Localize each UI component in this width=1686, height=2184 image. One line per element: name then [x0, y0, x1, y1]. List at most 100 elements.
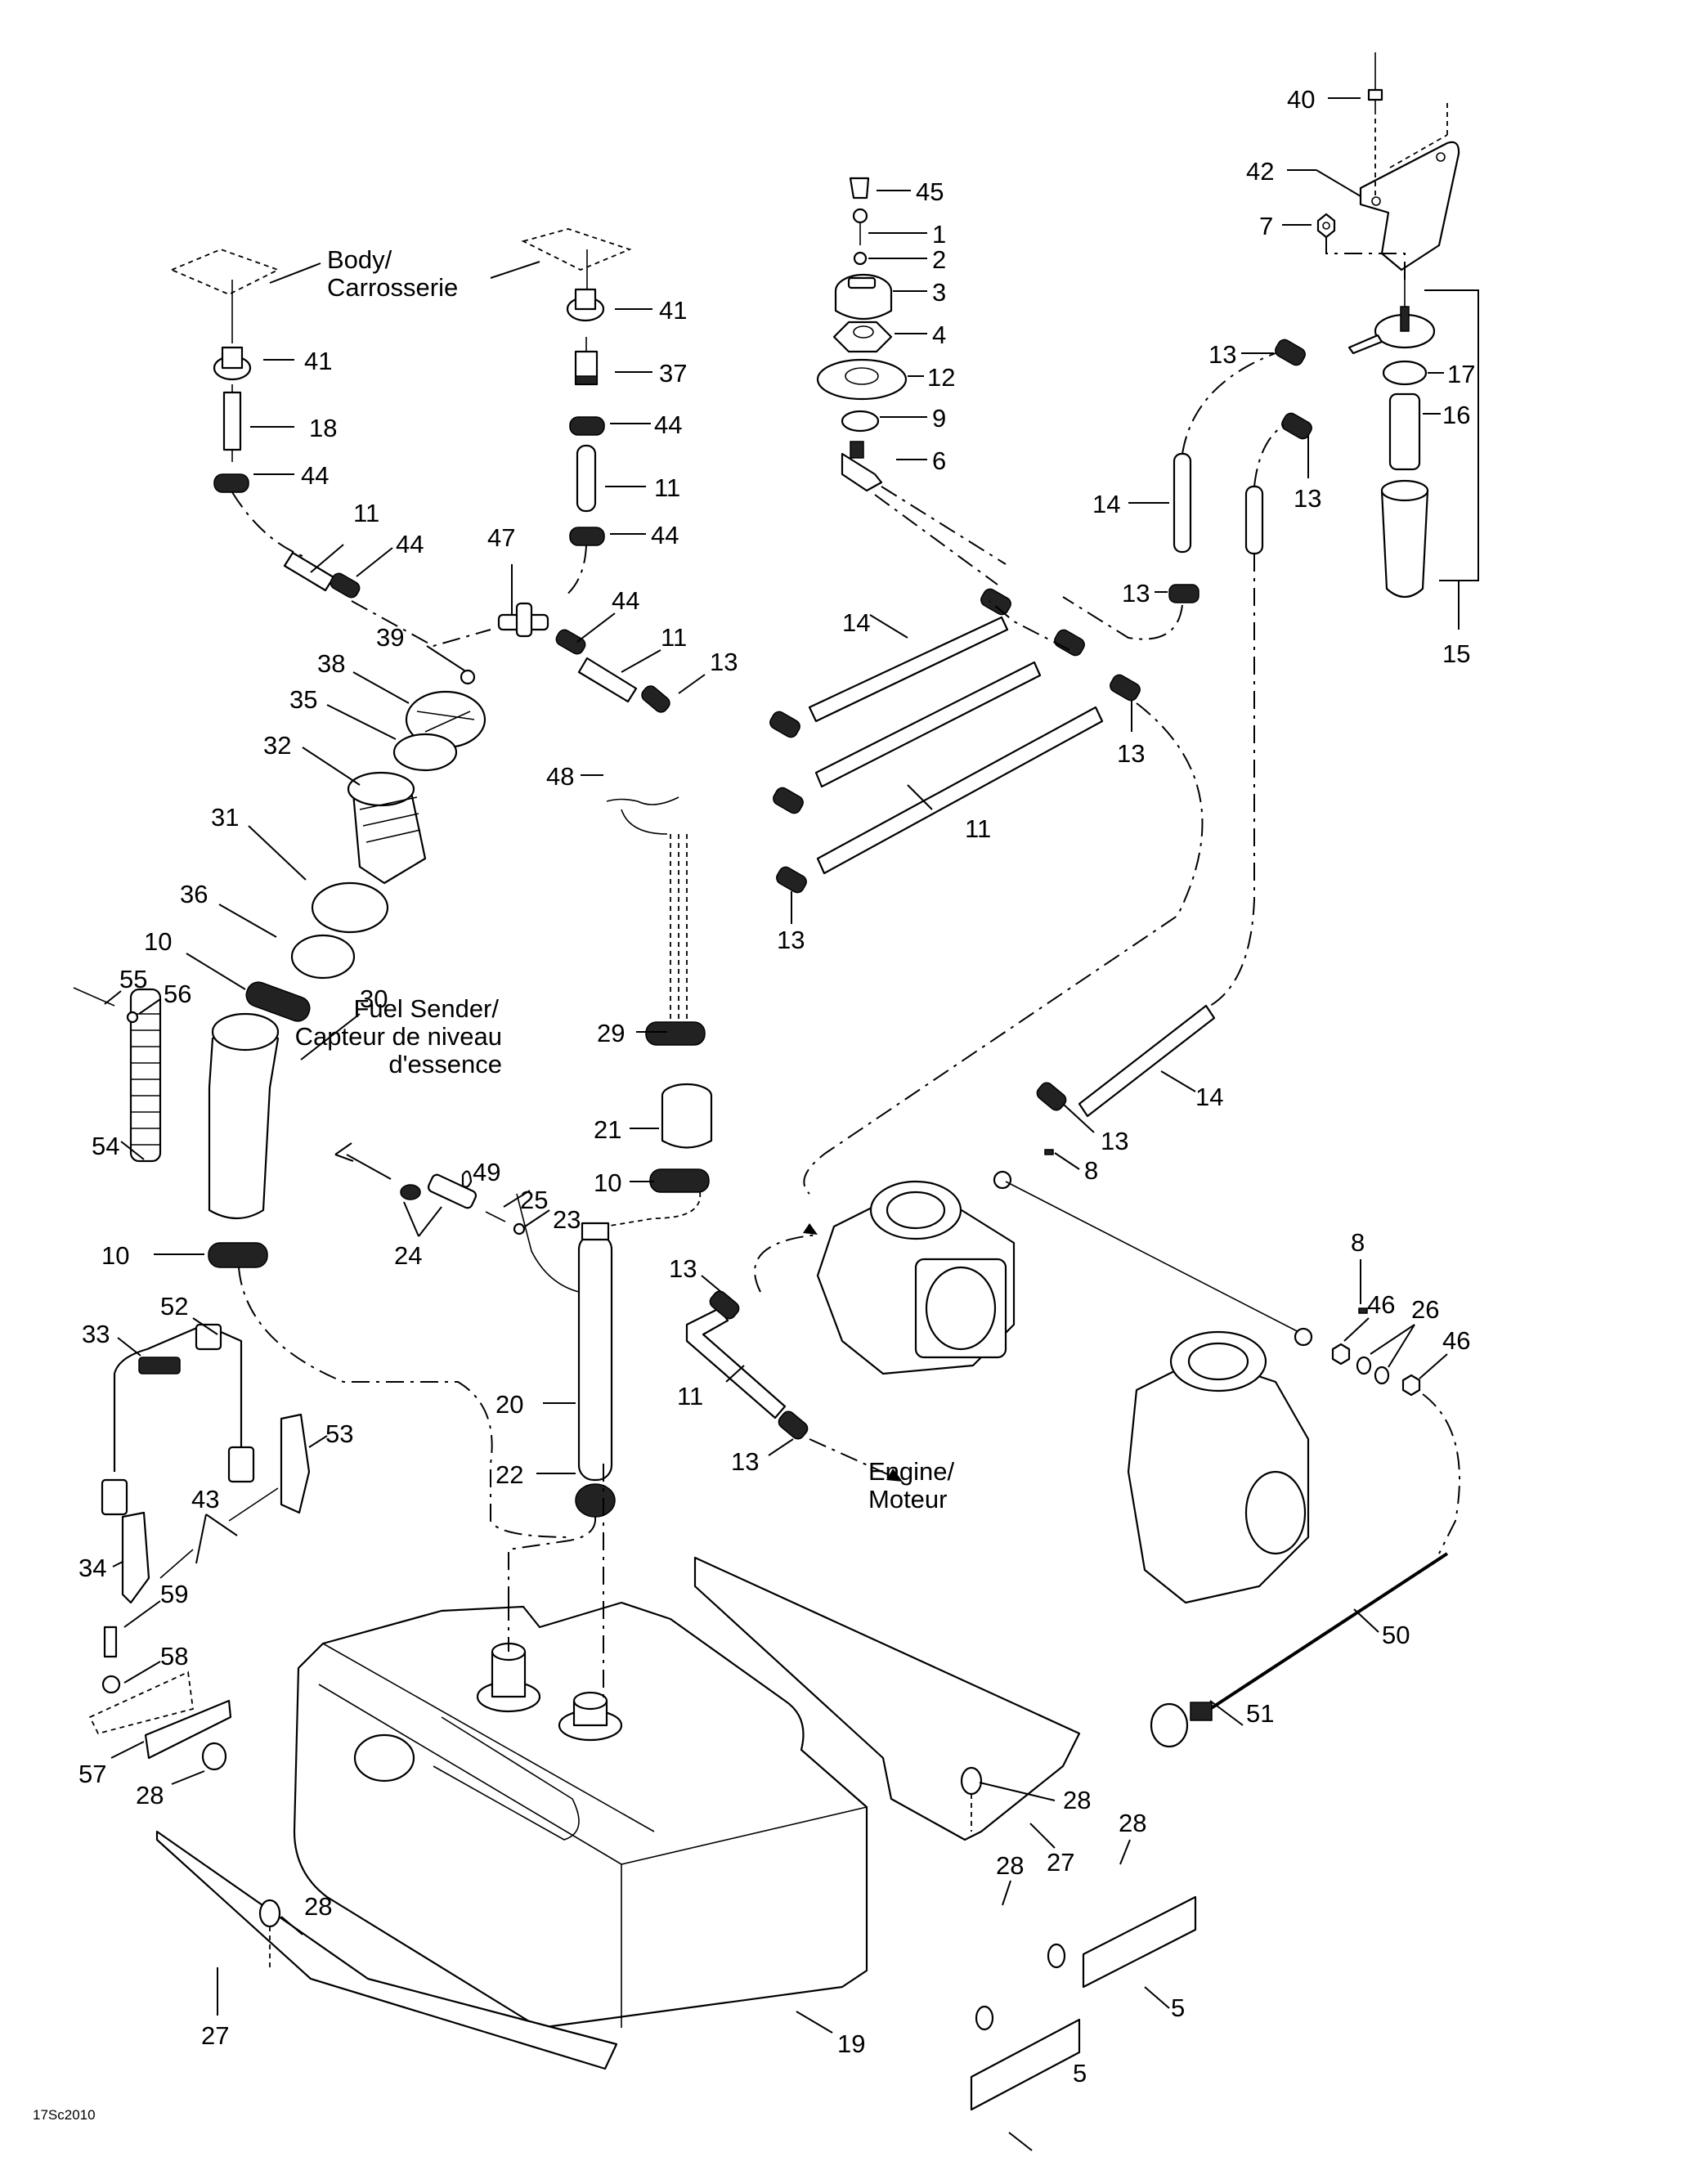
clamp-part-13-a — [641, 685, 670, 713]
tank-strap-group — [88, 1323, 311, 1771]
clamp-part-13-c — [773, 787, 804, 814]
washer-part-56 — [126, 1011, 139, 1024]
throttle-link-rod — [1005, 1181, 1309, 1338]
callout-28-c: 28 — [1063, 1786, 1091, 1814]
callout-11-b: 11 — [654, 473, 680, 502]
clamp-part-13-g — [1110, 674, 1141, 702]
callout-13-g: 13 — [1101, 1127, 1128, 1155]
callout-42: 42 — [1246, 157, 1274, 186]
nut-part-7 — [1316, 213, 1406, 286]
callout-37: 37 — [659, 359, 687, 388]
tank-port-left — [476, 1642, 541, 1713]
callout-44-b: 44 — [654, 410, 682, 439]
knob-part-3 — [834, 273, 893, 320]
choke-cable-part-50 — [1150, 1552, 1449, 1748]
callout-39: 39 — [376, 623, 404, 652]
plug-part-45 — [849, 177, 870, 200]
screw-part-28-d — [975, 2005, 994, 2031]
fuel-sender-assembly — [334, 796, 713, 1603]
filter-bracket-group — [1316, 52, 1479, 630]
vent-tube-part-54 — [129, 988, 162, 1163]
callout-19: 19 — [837, 2029, 865, 2058]
callout-1: 1 — [932, 220, 946, 249]
clamp-part-44-b — [569, 416, 605, 436]
callout-28-e: 28 — [1119, 1809, 1146, 1837]
callout-38: 38 — [317, 649, 345, 678]
filler-hose-part-30 — [208, 1012, 280, 1219]
callout-10-a: 10 — [144, 927, 172, 956]
callout-45: 45 — [916, 177, 944, 206]
nut-part-51 — [1190, 1702, 1213, 1721]
clamp-part-29 — [645, 1021, 706, 1046]
grommet-part-21 — [661, 1083, 713, 1149]
callout-44-e: 44 — [612, 586, 639, 615]
clamp-part-13-top-b — [1281, 412, 1312, 440]
callout-50: 50 — [1382, 1621, 1410, 1649]
body-panel-left — [169, 249, 280, 295]
callout-40: 40 — [1287, 85, 1315, 114]
callout-36: 36 — [180, 880, 208, 908]
filter-element-part-16 — [1388, 392, 1421, 471]
hose-part-14-d — [1244, 485, 1264, 555]
rivet-part-40 — [1367, 52, 1383, 114]
callout-labels: 40 42 7 45 1 2 3 4 12 9 6 41 41 37 18 44… — [78, 85, 1475, 2151]
callout-44-a: 44 — [301, 461, 329, 490]
callout-16: 16 — [1442, 401, 1470, 429]
plate-part-12 — [816, 358, 908, 401]
nut-part-4 — [832, 321, 893, 353]
clamp-part-13-i — [1036, 1082, 1067, 1111]
fuel-sender-label-line1: Fuel Sender/ — [354, 994, 500, 1023]
callout-41-right: 41 — [659, 296, 687, 325]
callout-10-b: 10 — [101, 1241, 129, 1270]
callout-56: 56 — [164, 980, 191, 1008]
bolt-part-59 — [103, 1626, 118, 1658]
callout-28-d: 28 — [996, 1851, 1024, 1880]
clamp-part-13-d — [776, 866, 807, 894]
filler-neck-part-32 — [347, 771, 427, 885]
elbow-hose-part-11 — [685, 1223, 903, 1482]
choke-knob — [1150, 1702, 1189, 1748]
callout-13-e: 13 — [1208, 340, 1236, 369]
body-label-line2: Carrosserie — [327, 273, 458, 302]
callout-14-c: 14 — [1195, 1083, 1223, 1111]
callout-12: 12 — [927, 363, 955, 392]
callout-41-left: 41 — [304, 347, 332, 375]
callout-47: 47 — [487, 523, 515, 552]
hose-part-11-b — [577, 657, 638, 703]
grommet-part-41-left — [213, 346, 252, 381]
hose-part-14-e — [1078, 1004, 1216, 1118]
callout-11-e: 11 — [677, 1382, 703, 1410]
clamp-part-44-d — [330, 572, 361, 599]
hose-part-14-a — [808, 616, 1009, 723]
connector-part-24 — [400, 1173, 478, 1209]
callout-13-d: 13 — [1122, 579, 1150, 608]
hose-part-11-c — [816, 706, 1104, 875]
screw-part-28-c — [960, 1766, 983, 1796]
plate-part-5-a — [970, 2018, 1081, 2111]
callout-13-h: 13 — [669, 1254, 697, 1283]
callout-2: 2 — [932, 245, 946, 274]
rivet-part-55 — [73, 987, 115, 1007]
washer-part-26-a — [1356, 1356, 1372, 1375]
callout-13-f: 13 — [1294, 484, 1321, 513]
callout-6: 6 — [932, 446, 946, 475]
screw-part-28-b — [258, 1899, 281, 1928]
engine-label-line1: Engine/ — [868, 1457, 955, 1486]
vent-valve-part-37 — [574, 337, 599, 386]
filter-bowl-rim — [1380, 479, 1429, 502]
callout-9: 9 — [932, 404, 946, 433]
callout-14-b: 14 — [1092, 490, 1120, 518]
callout-57: 57 — [78, 1760, 106, 1788]
vent-plug-part-39 — [460, 669, 476, 685]
callout-28-a: 28 — [136, 1781, 164, 1810]
callout-43: 43 — [191, 1485, 219, 1514]
washer-part-26-b — [1374, 1366, 1390, 1385]
callout-34: 34 — [78, 1554, 106, 1582]
clamp-part-13-b — [769, 711, 800, 738]
fuel-valve-stack — [816, 177, 1007, 585]
callout-44-c: 44 — [651, 521, 679, 549]
hose-part-11-vertical — [576, 444, 597, 513]
filter-bowl — [1380, 489, 1429, 599]
bracket-part-34 — [121, 1511, 150, 1604]
body-label-line1: Body/ — [327, 245, 392, 274]
